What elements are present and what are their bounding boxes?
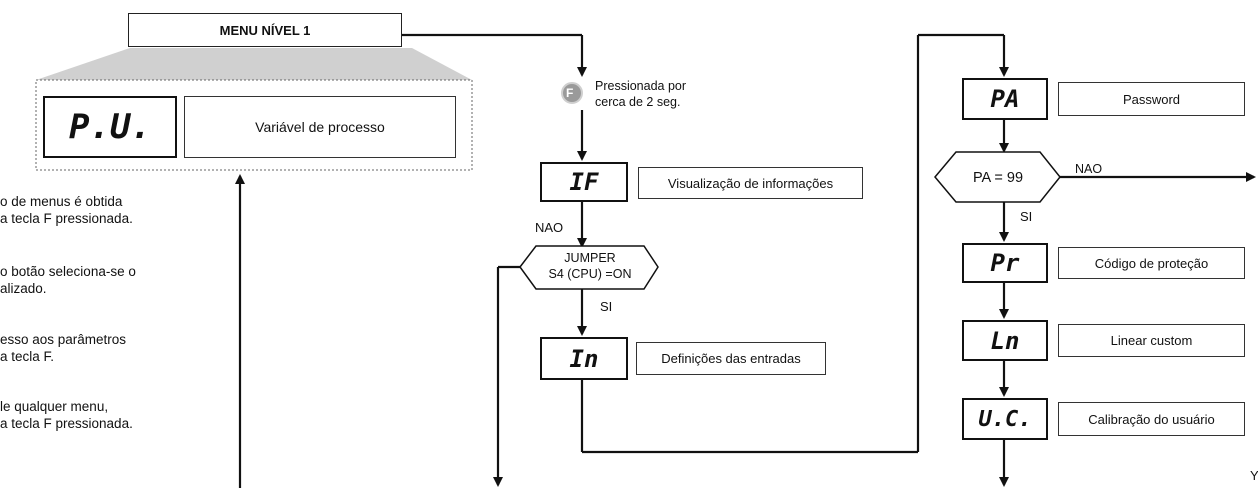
side-note-2: o botão seleciona-se o alizado.	[0, 264, 136, 296]
ln-display: Ln	[962, 320, 1048, 361]
pa-check-yes-label: SI	[1020, 209, 1033, 224]
pv-display: P.U.	[43, 96, 177, 158]
f-key-letter: F	[566, 86, 574, 100]
pa-check-no-label: NAO	[1075, 162, 1103, 176]
if-display: IF	[540, 162, 628, 202]
pv-label: Variável de processo	[184, 96, 456, 158]
side-note-1: o de menus é obtida a tecla F pressionad…	[0, 194, 133, 226]
jumper-no-label: NAO	[535, 220, 564, 235]
f-key-note: Pressionada por cerca de 2 seg.	[595, 79, 687, 109]
in-display: In	[540, 337, 628, 380]
uc-display: U.C.	[962, 398, 1048, 440]
menu-title: MENU NÍVEL 1	[219, 22, 311, 38]
pa-check-text: PA = 99	[972, 170, 1024, 186]
jumper-text: JUMPER S4 (CPU) =ON	[548, 251, 632, 281]
pr-label: Código de proteção	[1058, 247, 1245, 279]
if-label: Visualização de informações	[638, 167, 863, 199]
edge-fragment: Y	[1250, 468, 1258, 483]
menu-callout-shade	[36, 48, 472, 80]
side-note-4: le qualquer menu, a tecla F pressionada.	[0, 399, 133, 431]
in-label: Definições das entradas	[636, 342, 826, 375]
uc-label: Calibração do usuário	[1058, 402, 1245, 436]
menu-title-box: MENU NÍVEL 1	[128, 13, 402, 47]
pa-check-decision-shape	[934, 151, 1061, 203]
jumper-decision-shape	[519, 245, 659, 290]
pa-label: Password	[1058, 82, 1245, 116]
pa-display: PA	[962, 78, 1048, 120]
ln-label: Linear custom	[1058, 324, 1245, 357]
f-key-icon	[561, 82, 583, 104]
side-note-3: esso aos parâmetros a tecla F.	[0, 332, 127, 364]
pr-display: Pr	[962, 243, 1048, 283]
jumper-yes-label: SI	[600, 299, 613, 314]
